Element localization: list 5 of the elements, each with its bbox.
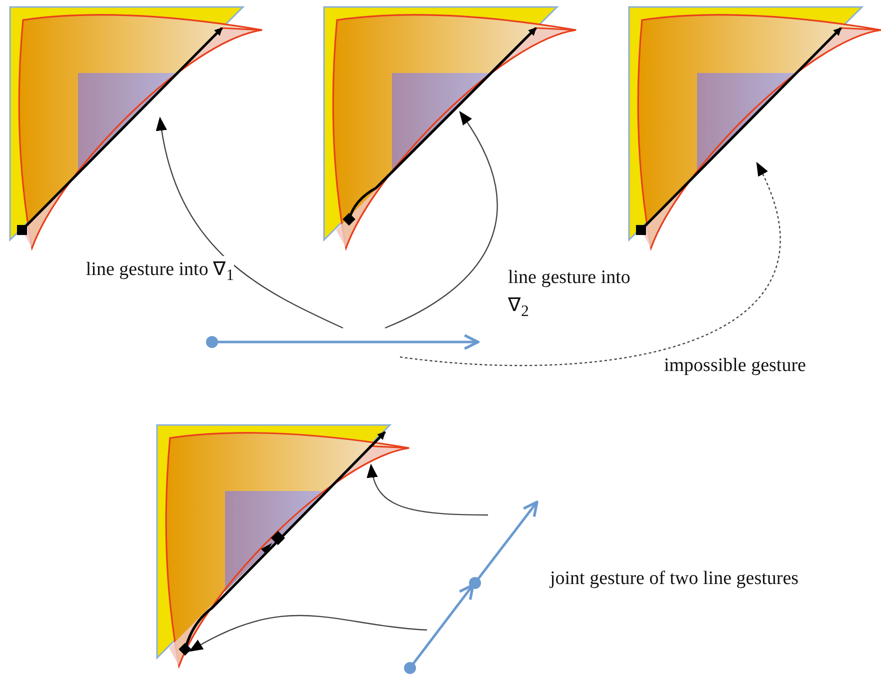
curved-arrow (400, 162, 780, 366)
curved-arrow (156, 116, 344, 329)
curved-arrow (384, 110, 498, 329)
curved-arrow (188, 615, 428, 652)
curved-arrow (367, 464, 488, 516)
